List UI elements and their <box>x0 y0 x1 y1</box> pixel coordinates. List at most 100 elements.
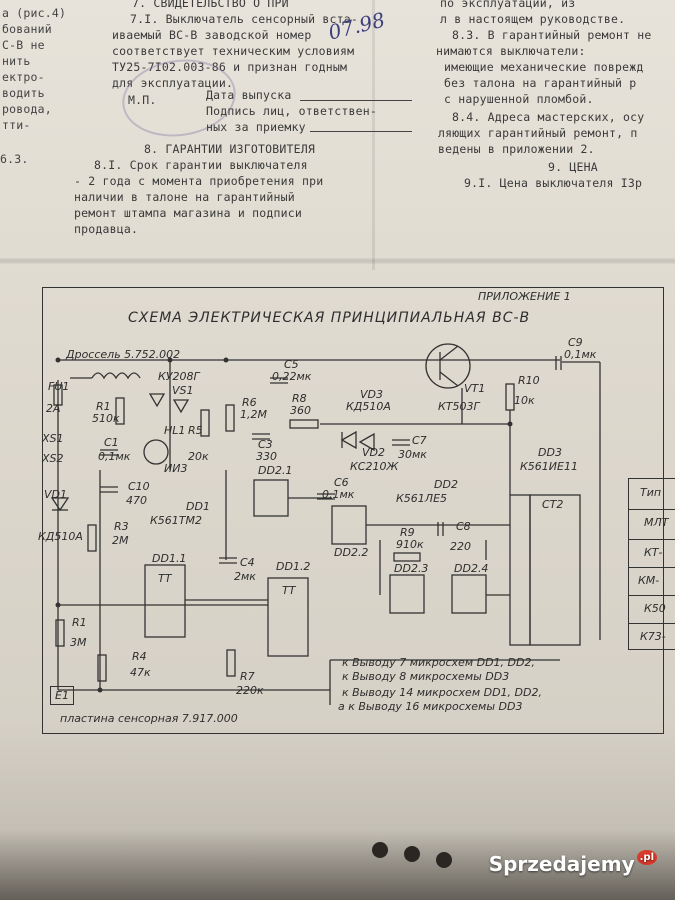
note-line: к Выводу 7 микросхем DD1, DD2, <box>342 656 535 669</box>
left-line: тти- <box>2 118 31 132</box>
right-line: ведены в приложении 2. <box>438 142 595 156</box>
label-vd2-value: КС210Ж <box>350 460 399 473</box>
site-watermark: Sprzedajemy.pl <box>489 850 657 876</box>
label-c3-value: 330 <box>256 450 277 463</box>
issue-date-label: Дата выпуска <box>206 88 292 102</box>
label-r1: R1 <box>72 616 87 629</box>
label-c7-value: 30мк <box>398 448 427 461</box>
label-r8-value: 360 <box>290 404 311 417</box>
table-surface-shadow <box>0 830 675 900</box>
choke-label: Дроссель 5.752.002 <box>66 348 181 361</box>
label-c8-value: 220 <box>450 540 471 553</box>
left-line: ровода, <box>2 102 52 116</box>
label-vt1: VT1 <box>464 382 486 395</box>
label-ct2: CT2 <box>542 498 564 511</box>
right-line: без талона на гарантийный р <box>444 76 637 90</box>
component-table-fragment <box>628 478 675 650</box>
label-vd1-value: КД510А <box>38 530 83 543</box>
label-r5-value: 20к <box>188 450 209 463</box>
label-dd23: DD2.3 <box>394 562 429 575</box>
label-r10-value: 10к <box>514 394 535 407</box>
issue-date-line <box>300 100 412 101</box>
label-r4-value: 47к <box>130 666 151 679</box>
label-r1h-value: 510к <box>92 412 120 425</box>
table-cell: К50 <box>644 602 666 615</box>
section8-line: - 2 года с момента приобретения при <box>74 174 324 188</box>
section8-line: наличии в талоне на гарантийный <box>74 190 295 204</box>
label-r4: R4 <box>132 650 147 663</box>
label-vt1-value: КТ503Г <box>438 400 480 413</box>
section9-title: 9. ЦЕНА <box>548 160 598 174</box>
right-line: ляющих гарантийный ремонт, п <box>438 126 638 140</box>
label-r1-value: 3М <box>70 636 87 649</box>
label-dd11: DD1.1 <box>152 552 187 565</box>
label-r5: R5 <box>188 424 203 437</box>
label-dd24: DD2.4 <box>454 562 489 575</box>
schematic-title: СХЕМА ЭЛЕКТРИЧЕСКАЯ ПРИНЦИПИАЛЬНАЯ ВС-В <box>128 310 531 326</box>
perforation-hole <box>372 842 388 858</box>
label-c4: C4 <box>240 556 255 569</box>
perforation-hole <box>436 852 452 868</box>
signature-label: Подпись лиц, ответствен- <box>206 104 377 118</box>
section8-line: продавца. <box>74 222 139 236</box>
section7-line: 7.I. Выключатель сенсорный вста- <box>130 12 358 26</box>
section7-line: для эксплуатации. <box>112 76 234 90</box>
label-r6-value: 1,2М <box>240 408 267 421</box>
table-cell: К73- <box>640 630 666 643</box>
label-dd1-value: К561ТМ2 <box>150 514 203 527</box>
stamp-mark-text: М.П. <box>128 93 157 107</box>
label-c10: C10 <box>128 480 150 493</box>
right-line: 8.4. Адреса мастерских, осу <box>452 110 645 124</box>
left-line: С-В не <box>2 38 45 52</box>
label-r9: R9 <box>400 526 415 539</box>
label-c5: C5 <box>284 358 299 371</box>
right-line: по эксплуатации, из <box>440 0 576 10</box>
right-line: нимаются выключатели: <box>436 44 586 58</box>
label-r8: R8 <box>292 392 307 405</box>
label-fu1: FU1 <box>48 380 70 393</box>
label-c1-value: 0,1мк <box>98 450 131 463</box>
left-line: ектро- <box>2 70 45 84</box>
right-line: с нарушенной пломбой. <box>444 92 594 106</box>
table-cell: КТ- <box>644 546 663 559</box>
label-c6: C6 <box>334 476 349 489</box>
plate-label: пластина сенсорная 7.917.000 <box>60 712 238 725</box>
label-dd22: DD2.2 <box>334 546 369 559</box>
label-xs2: XS2 <box>42 452 64 465</box>
label-tt1: TT <box>158 572 172 585</box>
label-vd3-value: КД510А <box>346 400 391 413</box>
label-r1h: R1 <box>96 400 111 413</box>
label-c3: C3 <box>258 438 273 451</box>
label-c10-value: 470 <box>126 494 147 507</box>
section8-title: 8. ГАРАНТИИ ИЗГОТОВИТЕЛЯ <box>144 142 315 156</box>
section7-line: иваемый ВС-В заводской номер <box>112 28 312 42</box>
label-vd3: VD3 <box>360 388 383 401</box>
watermark-suffix: .pl <box>636 850 657 865</box>
left-line: водить <box>2 86 45 100</box>
table-cell: Тип <box>640 486 662 499</box>
label-xs1: XS1 <box>42 432 64 445</box>
label-r3-value: 2М <box>112 534 129 547</box>
section7-title: 7. СВИДЕТЕЛЬСТВО О ПРИ <box>132 0 289 10</box>
label-fu1-value: 2A <box>46 402 61 415</box>
signature-label: ных за приемку <box>206 120 306 134</box>
left-line: бований <box>2 22 52 36</box>
label-c6-value: 0,1мк <box>322 488 355 501</box>
paper-fold-horizontal <box>0 258 675 264</box>
left-line: а (рис.4) <box>2 6 67 20</box>
right-line: л в настоящем руководстве. <box>440 12 626 26</box>
signature-line <box>310 131 412 132</box>
label-tt2: TT <box>282 584 296 597</box>
label-hl1: HL1 <box>164 424 186 437</box>
label-dd21: DD2.1 <box>258 464 293 477</box>
label-vd2: VD2 <box>362 446 385 459</box>
section8-line: ремонт штампа магазина и подписи <box>74 206 302 220</box>
label-r7-value: 220к <box>236 684 264 697</box>
label-dd12: DD1.2 <box>276 560 311 573</box>
label-dd3-value: К561ИЕ11 <box>520 460 578 473</box>
section9-line: 9.I. Цена выключателя I3р <box>464 176 643 190</box>
note-line: а к Выводу 16 микросхемы DD3 <box>338 700 523 713</box>
label-r3: R3 <box>114 520 129 533</box>
label-c8: C8 <box>456 520 471 533</box>
